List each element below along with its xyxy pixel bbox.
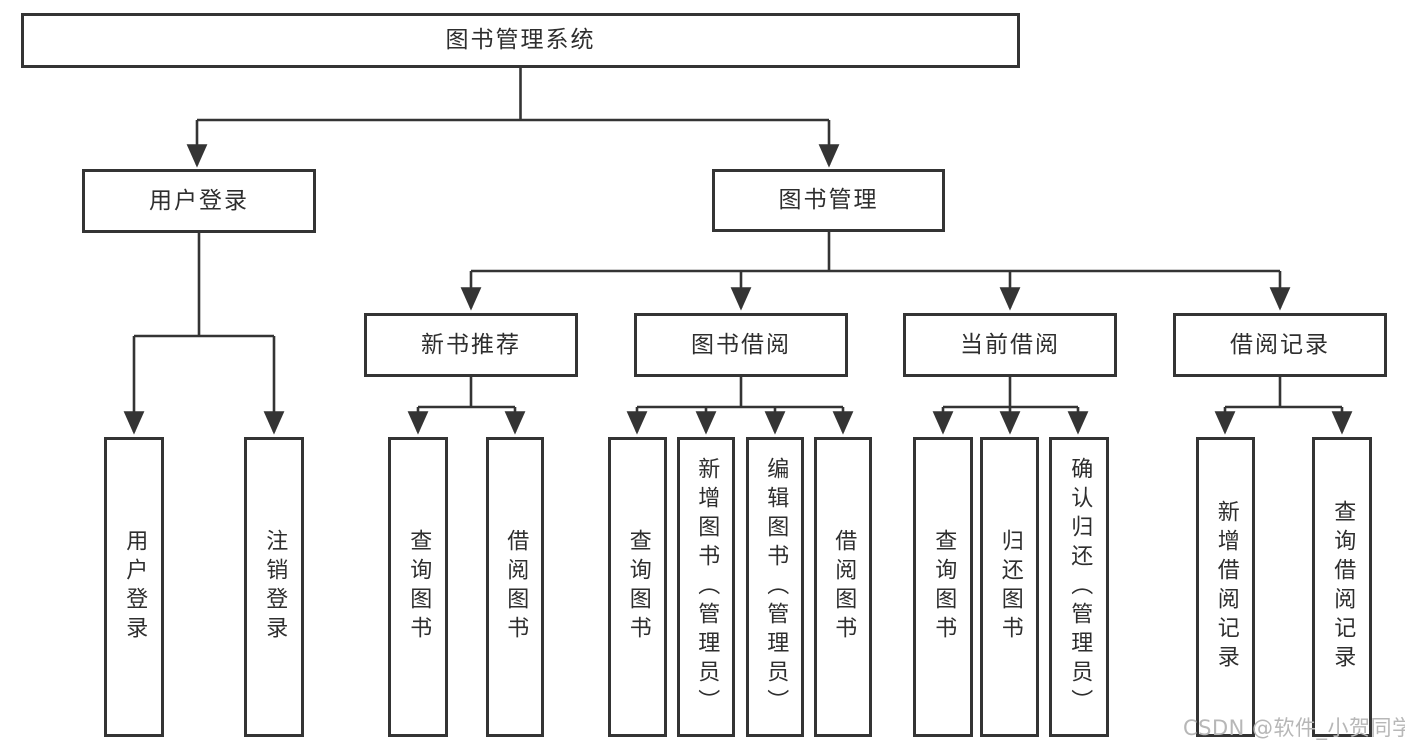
node-label: 图书管理系统: [445, 27, 596, 53]
node-label: 编辑图书（管理员）: [763, 456, 789, 718]
node-label: 新增借阅记录: [1213, 500, 1239, 674]
csdn-watermark: CSDN @软件_小贺同学: [1183, 716, 1405, 740]
node-label: 借阅图书: [503, 529, 529, 645]
leaf-query-books-recommend: 查询图书: [388, 437, 448, 737]
leaf-edit-book-admin: 编辑图书（管理员）: [746, 437, 804, 737]
node-label: 新书推荐: [421, 331, 521, 358]
node-label: 新增图书（管理员）: [694, 456, 720, 718]
leaf-query-books-current: 查询图书: [913, 437, 973, 737]
node-book-management: 图书管理: [712, 169, 945, 232]
leaf-add-borrow-record: 新增借阅记录: [1196, 437, 1255, 737]
node-label: 查询借阅记录: [1330, 500, 1356, 674]
node-label: 查询图书: [625, 529, 651, 645]
node-user-login: 用户登录: [82, 169, 316, 233]
node-label: 确认归还（管理员）: [1067, 456, 1093, 718]
leaf-query-borrow-record: 查询借阅记录: [1312, 437, 1372, 737]
leaf-return-book: 归还图书: [980, 437, 1039, 737]
node-current-borrowing: 当前借阅: [903, 313, 1117, 377]
node-label: 用户登录: [122, 529, 148, 645]
node-label: 图书借阅: [691, 331, 791, 358]
node-new-book-recommendation: 新书推荐: [364, 313, 578, 377]
node-label: 查询图书: [931, 529, 957, 645]
node-library-system: 图书管理系统: [21, 13, 1020, 68]
node-book-borrowing: 图书借阅: [634, 313, 848, 377]
node-label: 查询图书: [406, 529, 432, 645]
node-label: 借阅图书: [831, 529, 857, 645]
leaf-logout-login: 注销登录: [244, 437, 304, 737]
node-label: 注销登录: [262, 529, 288, 645]
node-label: 借阅记录: [1230, 331, 1330, 358]
leaf-add-book-admin: 新增图书（管理员）: [677, 437, 735, 737]
leaf-borrow-books-borrowing: 借阅图书: [814, 437, 872, 737]
node-label: 归还图书: [997, 529, 1023, 645]
leaf-confirm-return-admin: 确认归还（管理员）: [1049, 437, 1109, 737]
node-label: 图书管理: [778, 187, 879, 213]
node-borrowing-records: 借阅记录: [1173, 313, 1387, 377]
node-label: 用户登录: [149, 187, 249, 214]
node-label: 当前借阅: [960, 331, 1060, 358]
leaf-user-login: 用户登录: [104, 437, 164, 737]
leaf-query-books-borrowing: 查询图书: [608, 437, 667, 737]
leaf-borrow-books-recommend: 借阅图书: [486, 437, 544, 737]
